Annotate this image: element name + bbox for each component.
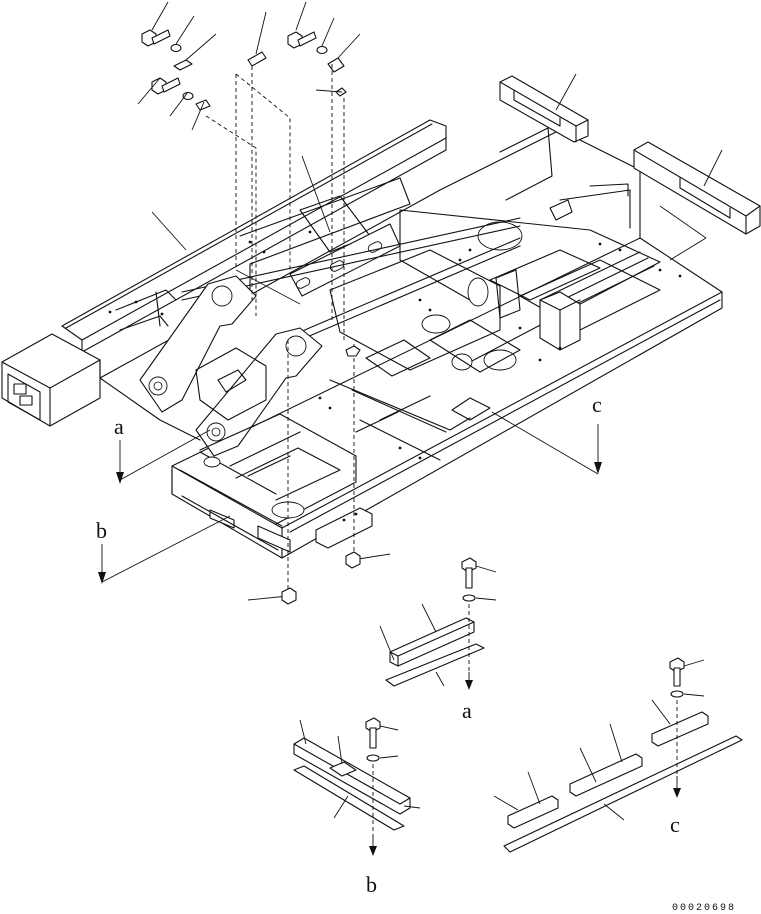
view-label-a: a	[114, 414, 124, 439]
mount-plate	[385, 643, 485, 687]
bolt-icon	[151, 77, 181, 95]
counterweight-block-left	[499, 75, 589, 143]
shim-icon	[247, 51, 267, 67]
view-label-c: c	[592, 392, 602, 417]
view-arrow-c: c	[491, 392, 602, 475]
bolt-icon	[141, 29, 171, 47]
bolt-icon	[287, 31, 317, 49]
wear-strip-short	[651, 711, 709, 747]
frame-bolt-holes	[108, 230, 682, 522]
wear-strip	[293, 737, 411, 815]
washer-icon	[316, 45, 328, 55]
assembly-lines	[205, 64, 355, 592]
bolt-icon	[365, 717, 381, 749]
washer-icon	[170, 43, 182, 53]
mount-plate	[293, 765, 405, 831]
plate-icon	[173, 59, 193, 71]
counterweight-block-right	[633, 141, 761, 235]
washer-icon	[462, 594, 476, 602]
nut-icon	[281, 587, 297, 605]
wear-strip-long	[569, 753, 643, 797]
plate-icon	[327, 57, 345, 73]
wear-strip-end	[507, 795, 559, 829]
washer-icon	[670, 690, 684, 698]
mount-plate	[503, 735, 743, 853]
detail-label-a: a	[462, 698, 472, 723]
drawing-number: 00020698	[672, 903, 736, 914]
bolt-icon	[669, 657, 685, 687]
view-label-b: b	[96, 518, 107, 543]
detail-label-b: b	[366, 872, 377, 897]
wear-strip	[389, 617, 475, 667]
washer-icon	[366, 754, 380, 762]
nut-icon	[345, 345, 361, 357]
detail-c: c	[493, 657, 743, 853]
leader-lines	[137, 1, 723, 601]
bolt-hardware-group	[141, 29, 347, 111]
revolving-frame	[1, 119, 723, 559]
view-arrow-a: a	[114, 414, 211, 484]
bolt-icon	[461, 557, 477, 589]
detail-a: a	[379, 557, 497, 723]
view-arrow-b: b	[96, 515, 231, 584]
detail-label-c: c	[670, 812, 680, 837]
detail-b: b	[293, 717, 421, 897]
nut-icon	[345, 551, 361, 569]
